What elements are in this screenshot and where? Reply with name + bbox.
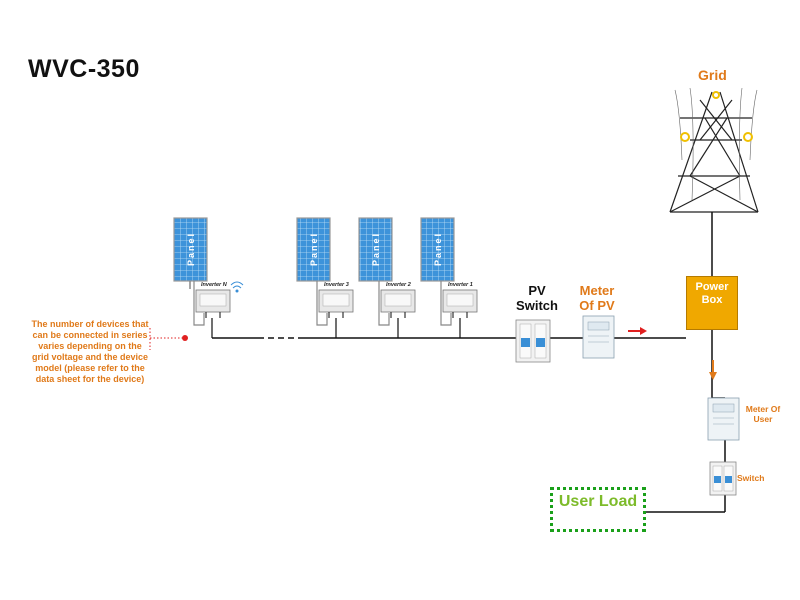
solar-panel-n — [173, 217, 208, 326]
meter-pv-label: Meter Of PV — [579, 283, 615, 313]
grid-tower-icon — [669, 87, 759, 213]
inverter-1 — [442, 289, 478, 338]
inverter-3 — [318, 289, 354, 338]
inverter-label: Inverter 1 — [448, 282, 473, 288]
page-title: WVC-350 — [28, 55, 140, 83]
solar-panel-2 — [358, 217, 393, 326]
wifi-icon — [230, 281, 244, 293]
inverter-n — [195, 289, 231, 338]
switch-label: Switch — [737, 473, 765, 483]
pv-switch-label: PV Switch — [516, 283, 558, 313]
down-arrow-icon — [709, 360, 717, 380]
power-box: Power Box — [686, 276, 738, 330]
inverter-label: Inverter 2 — [386, 282, 411, 288]
inverter-label: Inverter N — [201, 282, 227, 288]
solar-panel-1 — [420, 217, 455, 326]
meter-pv-icon — [582, 315, 615, 359]
inverter-2 — [380, 289, 416, 338]
wiring — [212, 212, 726, 513]
panel-label: Panel — [186, 232, 196, 267]
solar-panel-3 — [296, 217, 331, 326]
meter-user-icon — [707, 397, 740, 441]
flow-arrow-icon — [628, 327, 647, 335]
pv-switch-icon — [515, 319, 551, 363]
user-switch-icon — [709, 461, 737, 496]
user-load-box: User Load — [550, 487, 646, 532]
meter-user-label: Meter Of User — [745, 404, 781, 424]
panel-label: Panel — [309, 232, 319, 267]
panel-label: Panel — [433, 232, 443, 267]
inverter-label: Inverter 3 — [324, 282, 349, 288]
grid-label: Grid — [698, 67, 727, 83]
panel-label: Panel — [371, 232, 381, 267]
series-note: The number of devices that can be connec… — [31, 319, 149, 384]
note-leader — [149, 328, 188, 350]
